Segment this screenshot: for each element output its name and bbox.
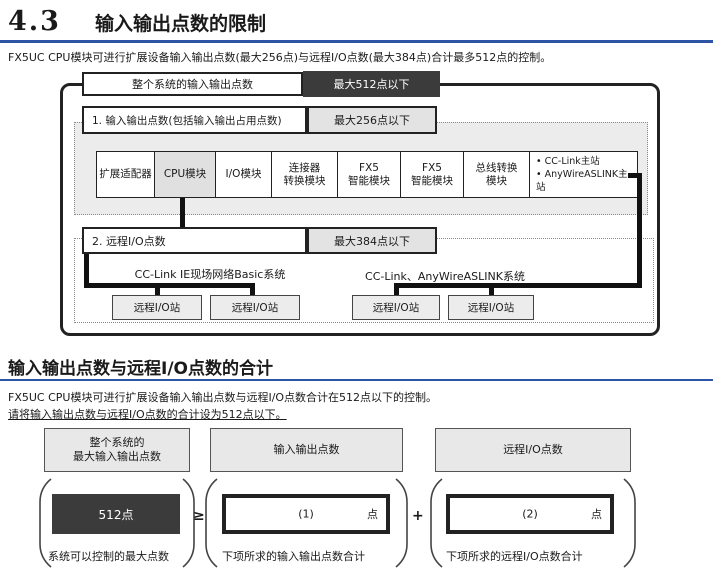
cc-link-master-label: • CC-Link主站 bbox=[536, 156, 600, 167]
remote-io-station-4: 远程I/O站 bbox=[448, 295, 534, 320]
summary-caption-io: 下项所求的输入输出点数合计 bbox=[222, 550, 365, 563]
connector-cpu-down bbox=[180, 198, 185, 229]
network2-label: CC-Link、AnyWireASLINK系统 bbox=[365, 270, 525, 283]
bracket-left-icon bbox=[39, 478, 52, 568]
remote-io-station-1: 远程I/O站 bbox=[112, 295, 202, 320]
section1-label: 1. 输入输出点数(包括输入输出占用点数) bbox=[82, 106, 307, 134]
summary-remote-points-box: (2) 点 bbox=[446, 494, 614, 534]
bracket-right-icon bbox=[623, 478, 636, 568]
section-number: 4.3 bbox=[8, 6, 61, 37]
connector-master-nub bbox=[628, 173, 642, 178]
subsection-note: 请将输入输出点数与远程I/O点数的合计设为512点以下。 bbox=[8, 408, 287, 421]
module-cell-io: I/O模块 bbox=[215, 152, 271, 197]
remote-io-station-2: 远程I/O站 bbox=[210, 295, 300, 320]
anywireaslink-master-label: • AnyWireASLINK主站 bbox=[536, 169, 628, 193]
summary-io-points-box: (1) 点 bbox=[222, 494, 390, 534]
module-cell-connector-conversion: 连接器 转换模块 bbox=[271, 152, 337, 197]
connector-right-stub2 bbox=[489, 283, 494, 297]
io-points-placeholder: (1) bbox=[298, 507, 314, 521]
module-cell-expansion-adapter: 扩展适配器 bbox=[97, 152, 154, 197]
section-heading-rule bbox=[0, 40, 713, 43]
section-intro: FX5UC CPU模块可进行扩展设备输入输出点数(最大256点)与远程I/O点数… bbox=[8, 51, 552, 64]
subsection-intro: FX5UC CPU模块可进行扩展设备输入输出点数与远程I/O点数合计在512点以… bbox=[8, 391, 438, 404]
network1-label: CC-Link IE现场网络Basic系统 bbox=[134, 268, 286, 281]
operator-gte: ≥ bbox=[193, 508, 205, 524]
bracket-right-icon bbox=[182, 478, 195, 568]
total-io-label: 整个系统的输入输出点数 bbox=[82, 72, 303, 96]
remote-points-unit: 点 bbox=[591, 508, 602, 521]
io-points-unit: 点 bbox=[367, 508, 378, 521]
summary-header-remote: 远程I/O点数 bbox=[435, 428, 631, 472]
operator-plus: + bbox=[412, 508, 424, 524]
connector-left-stub2 bbox=[250, 283, 255, 297]
connector-left-riser bbox=[84, 252, 89, 288]
section2-label: 2. 远程I/O点数 bbox=[82, 227, 307, 254]
module-cell-master-stations: • CC-Link主站 • AnyWireASLINK主站 bbox=[529, 152, 637, 197]
subsection-title: 输入输出点数与远程I/O点数的合计 bbox=[8, 359, 273, 379]
connector-right-stub1 bbox=[394, 283, 399, 297]
total-io-limit-badge: 最大512点以下 bbox=[303, 71, 440, 97]
remote-points-placeholder: (2) bbox=[522, 507, 538, 521]
summary-caption-total: 系统可以控制的最大点数 bbox=[48, 550, 169, 563]
module-cell-fx5-intelligent-1: FX5 智能模块 bbox=[337, 152, 400, 197]
bracket-right-icon bbox=[395, 478, 408, 568]
module-row: 扩展适配器 CPU模块 I/O模块 连接器 转换模块 FX5 智能模块 FX5 … bbox=[96, 151, 638, 198]
summary-header-total: 整个系统的 最大输入输出点数 bbox=[44, 428, 190, 472]
section-heading: 4.3 输入输出点数的限制 bbox=[8, 6, 708, 37]
summary-header-io: 输入输出点数 bbox=[210, 428, 403, 472]
summary-caption-remote: 下项所求的远程I/O点数合计 bbox=[446, 550, 583, 563]
connector-right-riser bbox=[637, 173, 642, 288]
module-cell-cpu: CPU模块 bbox=[154, 152, 215, 197]
connector-left-stub1 bbox=[155, 283, 160, 297]
remote-io-station-3: 远程I/O站 bbox=[352, 295, 440, 320]
section2-limit-badge: 最大384点以下 bbox=[307, 227, 437, 254]
section-title: 输入输出点数的限制 bbox=[94, 13, 266, 35]
summary-max-points-box: 512点 bbox=[52, 494, 180, 534]
connector-right-tbar bbox=[394, 283, 642, 288]
subsection-heading-rule bbox=[0, 379, 713, 381]
bracket-left-icon bbox=[430, 478, 443, 568]
connector-left-tbar bbox=[84, 283, 255, 288]
section1-limit-badge: 最大256点以下 bbox=[307, 106, 437, 134]
module-cell-fx5-intelligent-2: FX5 智能模块 bbox=[400, 152, 463, 197]
module-cell-bus-conversion: 总线转换 模块 bbox=[463, 152, 529, 197]
bracket-left-icon bbox=[205, 478, 218, 568]
